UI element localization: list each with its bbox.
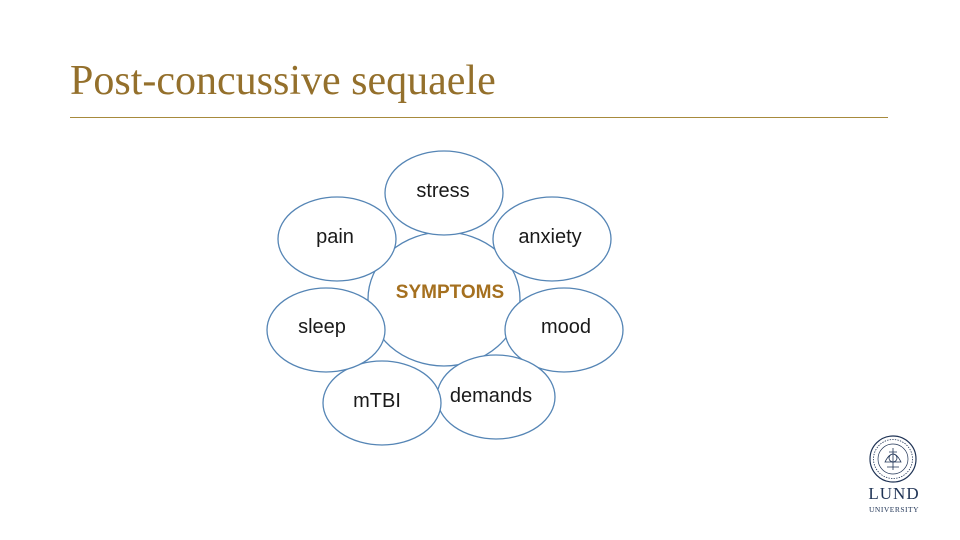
- logo-university: UNIVERSITY: [869, 505, 919, 514]
- logo-lund: LUND: [868, 484, 919, 503]
- university-seal-icon: [869, 435, 917, 483]
- bubble-mtbi: [322, 360, 442, 446]
- label-mtbi: mTBI: [353, 390, 401, 412]
- label-mood: mood: [541, 316, 591, 338]
- bubble-mood: [504, 287, 624, 373]
- title-underline: [70, 117, 888, 118]
- bubble-sleep: [266, 287, 386, 373]
- label-pain: pain: [316, 226, 354, 248]
- label-demands: demands: [450, 385, 532, 407]
- label-sleep: sleep: [298, 316, 346, 338]
- bubble-anxiety: [492, 196, 612, 282]
- slide-title: Post-concussive sequaele: [70, 58, 496, 104]
- label-stress: stress: [416, 180, 469, 202]
- bubble-pain: [277, 196, 397, 282]
- bubble-stress: [384, 150, 504, 236]
- label-anxiety: anxiety: [518, 226, 581, 248]
- center-label: SYMPTOMS: [396, 282, 504, 303]
- lund-university-logo: LUND UNIVERSITY: [868, 435, 919, 514]
